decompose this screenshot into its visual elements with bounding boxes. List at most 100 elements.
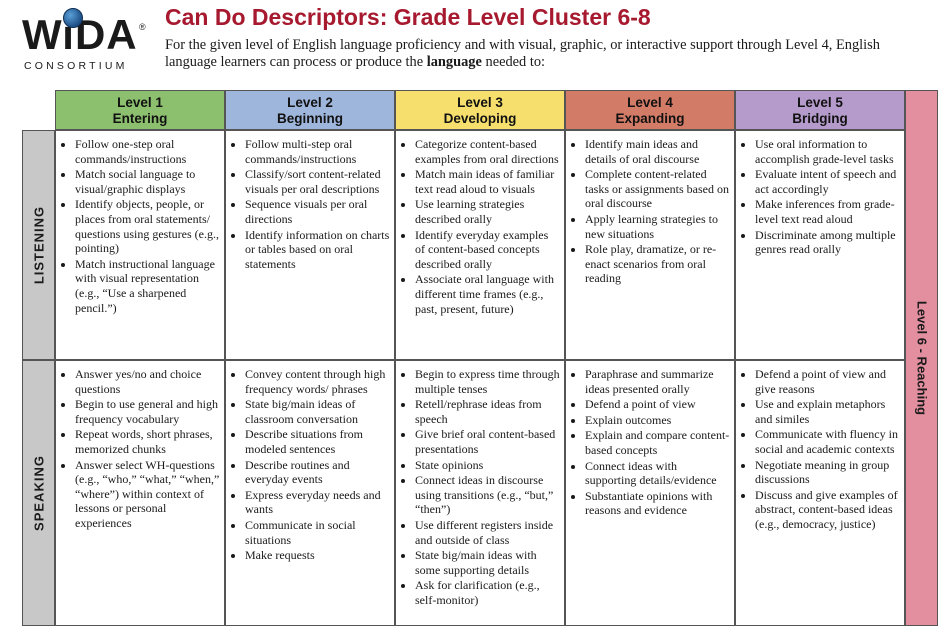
- descriptor-item: Give brief oral content-based presentati…: [415, 427, 560, 456]
- globe-icon: [63, 8, 83, 28]
- domain-label-text: SPEAKING: [31, 455, 46, 531]
- domain-label-speaking: SPEAKING: [22, 360, 55, 626]
- descriptor-item: Make requests: [245, 548, 390, 563]
- level-6-column: Level 6 - Reaching: [905, 90, 938, 626]
- descriptor-cell-speaking-level-1: Answer yes/no and choice questionsBegin …: [55, 360, 225, 626]
- descriptor-item: Connect ideas in discourse using transit…: [415, 473, 560, 517]
- level-name: Entering: [112, 111, 168, 126]
- level-number: Level 4: [627, 95, 673, 110]
- descriptor-item: State opinions: [415, 458, 560, 473]
- descriptor-cell-listening-level-3: Categorize content-based examples from o…: [395, 130, 565, 360]
- descriptor-item: Identify objects, people, or places from…: [75, 197, 220, 255]
- descriptor-item: Match social language to visual/graphic …: [75, 167, 220, 196]
- descriptor-cell-listening-level-4: Identify main ideas and details of oral …: [565, 130, 735, 360]
- descriptor-item: Use different registers inside and outsi…: [415, 518, 560, 547]
- descriptor-list: Defend a point of view and give reasonsU…: [741, 367, 900, 532]
- descriptor-item: Repeat words, short phrases, memorized c…: [75, 427, 220, 456]
- descriptor-item: Begin to express time through multiple t…: [415, 367, 560, 396]
- level-name: Developing: [443, 111, 517, 126]
- level-number: Level 3: [457, 95, 503, 110]
- descriptor-item: Substantiate opinions with reasons and e…: [585, 489, 730, 518]
- descriptor-item: Apply learning strategies to new situati…: [585, 212, 730, 241]
- descriptor-cell-listening-level-2: Follow multi-step oral commands/instruct…: [225, 130, 395, 360]
- descriptor-cell-speaking-level-3: Begin to express time through multiple t…: [395, 360, 565, 626]
- descriptor-item: Explain outcomes: [585, 413, 730, 428]
- descriptor-item: Identify main ideas and details of oral …: [585, 137, 730, 166]
- descriptor-item: Retell/rephrase ideas from speech: [415, 397, 560, 426]
- descriptor-item: Paraphrase and summarize ideas presented…: [585, 367, 730, 396]
- level-name: Bridging: [792, 111, 848, 126]
- descriptor-item: State big/main ideas with some supportin…: [415, 548, 560, 577]
- descriptor-item: Classify/sort content-related visuals pe…: [245, 167, 390, 196]
- descriptor-list: Answer yes/no and choice questionsBegin …: [61, 367, 220, 531]
- descriptor-item: Describe routines and everyday events: [245, 458, 390, 487]
- descriptor-item: Answer yes/no and choice questions: [75, 367, 220, 396]
- page-title: Can Do Descriptors: Grade Level Cluster …: [165, 4, 651, 30]
- descriptor-item: Sequence visuals per oral directions: [245, 197, 390, 226]
- descriptor-list: Follow multi-step oral commands/instruct…: [231, 137, 390, 271]
- intro-after: needed to:: [481, 54, 546, 70]
- descriptor-item: Use learning strategies described orally: [415, 197, 560, 226]
- descriptor-item: Begin to use general and high frequency …: [75, 397, 220, 426]
- descriptor-list: Follow one-step oral commands/instructio…: [61, 137, 220, 315]
- descriptor-item: Follow one-step oral commands/instructio…: [75, 137, 220, 166]
- logo-subtitle: CONSORTIUM: [24, 60, 128, 72]
- level-name: Expanding: [615, 111, 685, 126]
- descriptor-list: Convey content through high frequency wo…: [231, 367, 390, 563]
- descriptor-item: Defend a point of view and give reasons: [755, 367, 900, 396]
- domain-label-text: LISTENING: [31, 205, 46, 285]
- level-number: Level 5: [797, 95, 843, 110]
- domain-label-listening: LISTENING: [22, 130, 55, 360]
- descriptor-item: Defend a point of view: [585, 397, 730, 412]
- descriptor-cell-listening-level-1: Follow one-step oral commands/instructio…: [55, 130, 225, 360]
- level-6-label: Level 6 - Reaching: [914, 300, 929, 416]
- level-name: Beginning: [277, 111, 343, 126]
- descriptor-item: Communicate in social situations: [245, 518, 390, 547]
- descriptor-item: Answer select WH-questions (e.g., “who,”…: [75, 458, 220, 531]
- descriptor-item: Role play, dramatize, or re-enact scenar…: [585, 242, 730, 286]
- descriptor-item: Evaluate intent of speech and act accord…: [755, 167, 900, 196]
- descriptor-item: Categorize content-based examples from o…: [415, 137, 560, 166]
- descriptor-item: Convey content through high frequency wo…: [245, 367, 390, 396]
- level-number: Level 1: [117, 95, 163, 110]
- descriptor-item: Associate oral language with different t…: [415, 272, 560, 316]
- intro-bold: language: [426, 54, 482, 70]
- level-number: Level 2: [287, 95, 333, 110]
- descriptor-item: Discriminate among multiple genres read …: [755, 228, 900, 257]
- descriptor-list: Use oral information to accomplish grade…: [741, 137, 900, 257]
- registered-mark: ®: [139, 22, 146, 32]
- descriptor-item: Discuss and give examples of abstract, c…: [755, 488, 900, 532]
- descriptor-item: Make inferences from grade-level text re…: [755, 197, 900, 226]
- intro-text: For the given level of English language …: [165, 37, 935, 71]
- descriptor-list: Categorize content-based examples from o…: [401, 137, 560, 316]
- descriptor-item: Use oral information to accomplish grade…: [755, 137, 900, 166]
- descriptor-item: Complete content-related tasks or assign…: [585, 167, 730, 211]
- table-corner: [22, 90, 55, 130]
- descriptor-list: Begin to express time through multiple t…: [401, 367, 560, 608]
- descriptor-item: Explain and compare content-based concep…: [585, 428, 730, 457]
- descriptor-item: Match instructional language with visual…: [75, 257, 220, 315]
- descriptor-item: Describe situations from modeled sentenc…: [245, 427, 390, 456]
- descriptor-cell-speaking-level-2: Convey content through high frequency wo…: [225, 360, 395, 626]
- descriptor-cell-speaking-level-5: Defend a point of view and give reasonsU…: [735, 360, 905, 626]
- descriptor-item: Ask for clarification (e.g., self-monito…: [415, 578, 560, 607]
- descriptor-item: State big/main ideas of classroom conver…: [245, 397, 390, 426]
- descriptor-item: Express everyday needs and wants: [245, 488, 390, 517]
- descriptor-item: Use and explain metaphors and similes: [755, 397, 900, 426]
- descriptor-cell-speaking-level-4: Paraphrase and summarize ideas presented…: [565, 360, 735, 626]
- descriptor-item: Connect ideas with supporting details/ev…: [585, 459, 730, 488]
- descriptor-item: Match main ideas of familiar text read a…: [415, 167, 560, 196]
- descriptor-list: Paraphrase and summarize ideas presented…: [571, 367, 730, 518]
- descriptor-item: Follow multi-step oral commands/instruct…: [245, 137, 390, 166]
- wida-logo: WiDA ® CONSORTIUM: [22, 8, 150, 78]
- descriptor-item: Identify information on charts or tables…: [245, 228, 390, 272]
- intro-before: For the given level of English language …: [165, 37, 880, 70]
- descriptor-item: Identify everyday examples of content-ba…: [415, 228, 560, 272]
- descriptor-cell-listening-level-5: Use oral information to accomplish grade…: [735, 130, 905, 360]
